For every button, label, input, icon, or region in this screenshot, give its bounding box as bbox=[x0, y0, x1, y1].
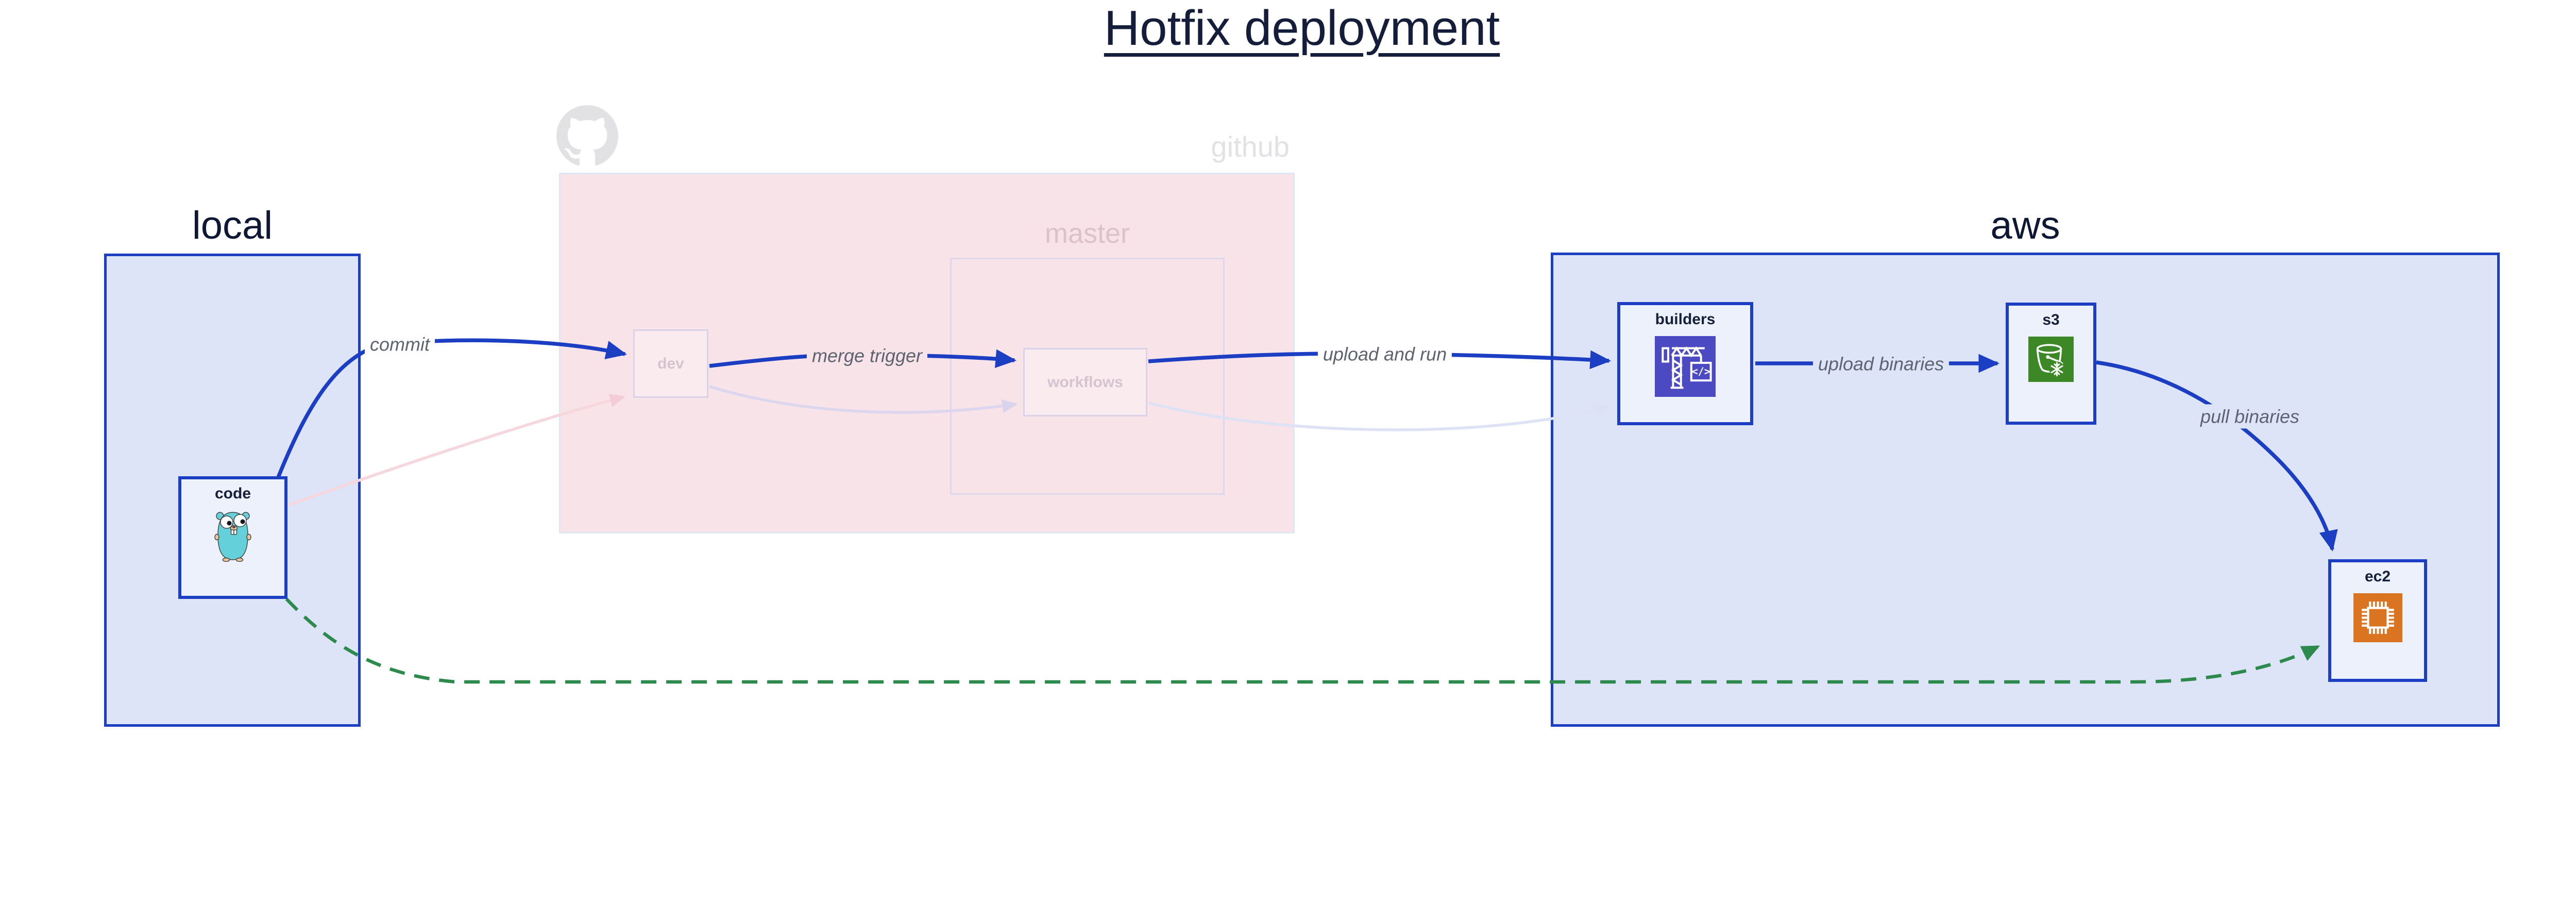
aws-group-label: aws bbox=[1990, 204, 2060, 247]
node-s3-label: s3 bbox=[2042, 311, 2060, 328]
edge-label-upload-binaries: upload binaries bbox=[1812, 352, 1950, 376]
edge-commit bbox=[276, 338, 627, 478]
codebuild-crane-icon: </> bbox=[1655, 336, 1716, 397]
svg-text:</>: </> bbox=[1692, 365, 1710, 378]
master-group-box bbox=[950, 258, 1225, 495]
edge-hotfix-path bbox=[285, 597, 2320, 684]
edge-label-upload-and-run: upload and run bbox=[1317, 342, 1452, 366]
node-ec2: ec2 bbox=[2328, 559, 2427, 682]
diagram-title: Hotfix deployment bbox=[1104, 1, 1500, 56]
local-group-label: local bbox=[192, 204, 273, 247]
edge-faded-upload bbox=[1148, 402, 1610, 431]
s3-glacier-bucket-icon bbox=[2028, 337, 2074, 382]
edge-faded-merge bbox=[709, 385, 1018, 414]
edge-label-pull-binaries: pull binaries bbox=[2195, 404, 2305, 429]
github-octocat-icon bbox=[556, 105, 618, 167]
edge-label-merge-trigger: merge trigger bbox=[806, 343, 928, 368]
master-group-label: master bbox=[1044, 218, 1130, 249]
node-ec2-label: ec2 bbox=[2364, 568, 2391, 585]
node-code-label: code bbox=[214, 485, 251, 502]
node-workflows: workflows bbox=[1023, 348, 1147, 416]
node-workflows-label: workflows bbox=[1047, 373, 1123, 391]
node-s3: s3 bbox=[2006, 303, 2096, 425]
ec2-chip-icon bbox=[2353, 593, 2402, 642]
edge-faded-commit bbox=[287, 393, 625, 507]
github-watermark-label: github bbox=[1211, 130, 1290, 163]
node-dev-label: dev bbox=[657, 355, 684, 372]
node-builders: builders </> bbox=[1617, 302, 1753, 425]
node-builders-label: builders bbox=[1655, 311, 1716, 328]
edge-label-commit: commit bbox=[365, 332, 435, 357]
go-gopher-icon bbox=[214, 510, 251, 562]
node-dev: dev bbox=[633, 329, 708, 398]
edge-pull-binaries bbox=[2096, 360, 2338, 552]
node-code: code bbox=[178, 476, 287, 599]
